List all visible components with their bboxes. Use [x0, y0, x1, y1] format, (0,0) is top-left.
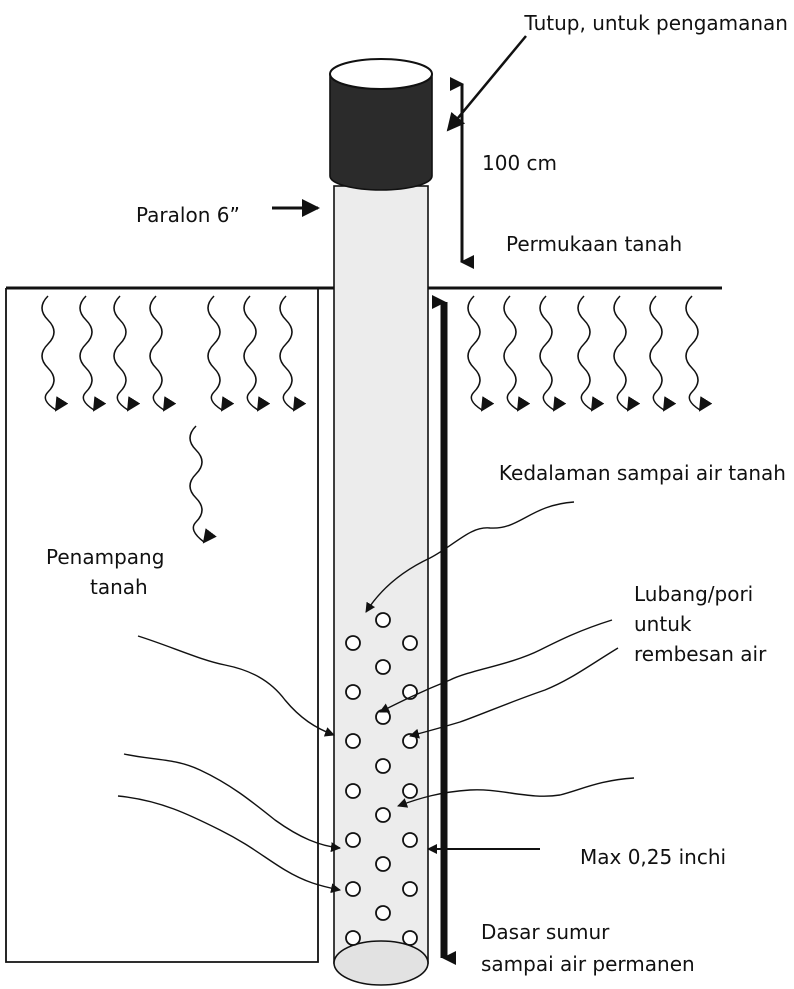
pipe-label: Paralon 6”	[136, 203, 240, 227]
depth-label: Kedalaman sampai air tanah	[499, 461, 786, 485]
cap-label: Tutup, untuk pengamanan	[523, 11, 788, 35]
max-label: Max 0,25 inchi	[580, 845, 726, 869]
pipe-pores	[345, 612, 418, 946]
safety-cap	[329, 73, 433, 191]
cap-pointer	[446, 35, 527, 132]
pipe-bottom	[333, 940, 429, 986]
profile-label-line-1: Penampang	[46, 545, 164, 569]
cap-top-opening	[329, 58, 433, 90]
height-label: 100 cm	[482, 151, 557, 175]
infiltration-arrows-right	[467, 295, 713, 412]
seepage-flow-lines	[117, 501, 635, 894]
soil-profile-box	[5, 288, 319, 963]
pores-label-line-1: Lubang/pori	[634, 582, 753, 606]
base-label-line-1: Dasar sumur	[481, 920, 610, 944]
profile-label-line-2: tanah	[90, 575, 148, 599]
base-label-line-2: sampai air permanen	[481, 952, 695, 976]
pores-label-line-2: untuk	[634, 612, 692, 636]
pores-label-line-3: rembesan air	[634, 642, 767, 666]
infiltration-arrows-left	[41, 295, 307, 544]
surface-label: Permukaan tanah	[506, 232, 682, 256]
